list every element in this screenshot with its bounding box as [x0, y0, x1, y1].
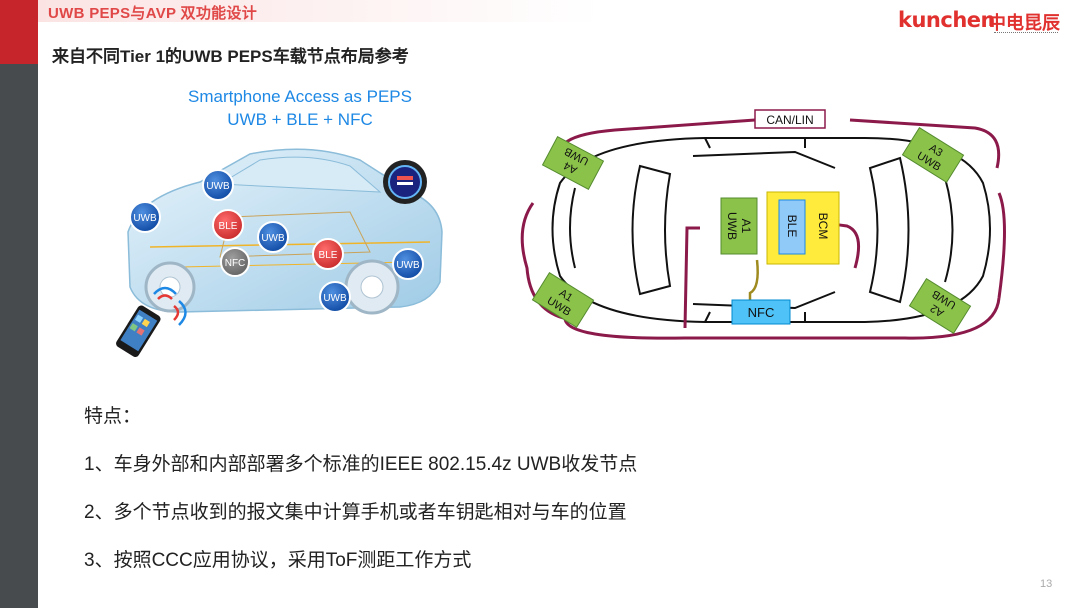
logo-subline — [994, 32, 1058, 35]
smartphone-icon — [116, 305, 161, 357]
figure-title-line1: Smartphone Access as PEPS — [188, 87, 412, 106]
can-lin-label: CAN/LIN — [766, 113, 813, 127]
uwb-badge: UWB — [319, 281, 351, 313]
page-number: 13 — [1040, 578, 1053, 590]
ble-badge-label: BLE — [319, 250, 338, 261]
slide-subtitle: 来自不同Tier 1的UWB PEPS车载节点布局参考 — [52, 47, 409, 66]
nfc-module: NFC — [731, 299, 791, 325]
nfc-module-label: NFC — [748, 305, 775, 320]
wireless-signal-icon — [153, 286, 187, 326]
nfc-badge: NFC — [220, 247, 250, 277]
figure-title-line2: UWB + BLE + NFC — [227, 110, 372, 129]
node-a2-uwb: A2 UWB — [908, 277, 972, 335]
uwb-node-layout-diagram: CAN/LIN A4 UWB A3 UWB A1 UWB A2 UWB A1 U… — [520, 109, 1006, 340]
node-a1-outer-uwb: A1 UWB — [531, 271, 595, 329]
bcm-module: BLE BCM — [766, 191, 840, 265]
ble-badge: BLE — [212, 209, 244, 241]
feature-item: 1、车身外部和内部部署多个标准的IEEE 802.15.4z UWB收发节点 — [84, 454, 638, 475]
can-lin-label-box: CAN/LIN — [754, 109, 826, 129]
sidebar-accent-red — [0, 0, 38, 64]
ble-badge-label: BLE — [219, 221, 238, 232]
bcm-module-label: BCM — [816, 213, 830, 240]
uwb-badge-label: UWB — [396, 260, 420, 271]
features-title: 特点： — [84, 406, 142, 427]
svg-text:A1: A1 — [739, 219, 753, 234]
engine-start-button-icon — [383, 160, 427, 204]
feature-item: 2、多个节点收到的报文集中计算手机或者车钥匙相对与车的位置 — [84, 502, 627, 523]
uwb-badge-label: UWB — [323, 293, 347, 304]
uwb-badge: UWB — [202, 169, 234, 201]
nfc-badge-label: NFC — [225, 258, 246, 269]
svg-text:UWB: UWB — [725, 212, 739, 240]
node-a1-inner-uwb: A1 UWB — [720, 197, 758, 255]
logo-wordmark: kunchen — [898, 8, 995, 32]
feature-item: 3、按照CCC应用协议，采用ToF测距工作方式 — [84, 550, 472, 571]
header-title: UWB PEPS与AVP 双功能设计 — [48, 5, 258, 22]
svg-text:A4: A4 — [562, 159, 580, 176]
ble-module-label: BLE — [785, 215, 799, 238]
ble-module: BLE — [778, 199, 806, 255]
uwb-badge: UWB — [129, 201, 161, 233]
smartphone-access-illustration: Smartphone Access as PEPS UWB + BLE + NF… — [116, 87, 443, 357]
ble-badge: BLE — [312, 238, 344, 270]
can-lin-bus-wiring — [520, 118, 1006, 340]
uwb-badge-label: UWB — [133, 213, 157, 224]
node-a4-uwb: A4 UWB — [541, 135, 605, 191]
uwb-badge-label: UWB — [261, 233, 285, 244]
kunchen-logo: kunchen 中电昆辰 — [898, 8, 1068, 38]
logo-chinese-name: 中电昆辰 — [988, 13, 1060, 33]
sidebar-gray — [0, 64, 38, 608]
header-strip — [38, 0, 600, 22]
uwb-badge: UWB — [392, 248, 424, 280]
uwb-badge-label: UWB — [206, 181, 230, 192]
nfc-wiring — [748, 259, 759, 306]
node-a3-uwb: A3 UWB — [901, 126, 965, 184]
uwb-badge: UWB — [257, 221, 289, 253]
